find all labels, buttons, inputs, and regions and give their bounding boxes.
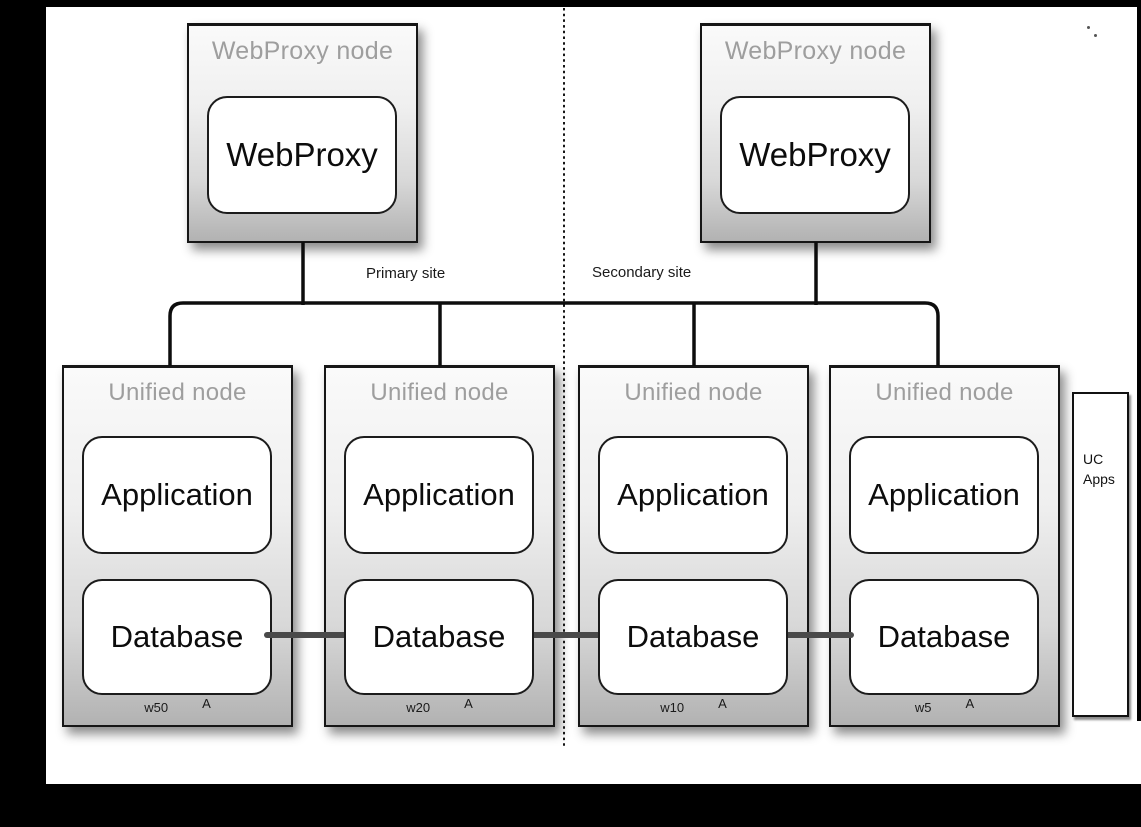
node-footer: w10 A — [580, 696, 807, 715]
weight-label: w5 — [914, 700, 932, 715]
application-box: Application — [849, 436, 1039, 554]
database-label: Database — [372, 619, 506, 654]
stray-dot — [1094, 34, 1097, 37]
database-box: Database — [344, 579, 534, 695]
unified-node-title: Unified node — [370, 379, 509, 406]
primary-site-label: Primary site — [366, 265, 446, 282]
unified-node-2: Unified node Application Database w20 A — [324, 365, 555, 727]
right-border-line — [1137, 7, 1141, 721]
unified-node-title: Unified node — [875, 379, 1014, 406]
marker-label: A — [464, 696, 473, 711]
application-label: Application — [617, 477, 769, 512]
unified-node-title: Unified node — [624, 379, 763, 406]
database-label: Database — [877, 619, 1011, 654]
weight-label: w10 — [660, 700, 685, 715]
webproxy-node-title: WebProxy node — [724, 37, 907, 65]
unified-node-title: Unified node — [108, 379, 247, 406]
database-link-tip-left — [264, 632, 277, 638]
marker-label: A — [718, 696, 727, 711]
application-box: Application — [82, 436, 272, 554]
marker-label: A — [202, 696, 211, 711]
application-box: Application — [344, 436, 534, 554]
unified-node-1: Unified node Application Database w50 A — [62, 365, 293, 727]
stray-dot — [1087, 26, 1090, 29]
node-footer: w5 A — [831, 696, 1058, 715]
webproxy-box: WebProxy — [720, 96, 910, 214]
database-label: Database — [626, 619, 760, 654]
webproxy-label: WebProxy — [226, 136, 378, 173]
application-label: Application — [868, 477, 1020, 512]
secondary-site-label: Secondary site — [592, 264, 692, 281]
node-footer: w50 A — [64, 696, 291, 715]
unified-node-3: Unified node Application Database w10 A — [578, 365, 809, 727]
database-box: Database — [849, 579, 1039, 695]
database-box: Database — [82, 579, 272, 695]
webproxy-label: WebProxy — [739, 136, 891, 173]
webproxy-node-primary: WebProxy node WebProxy — [187, 23, 418, 243]
uc-apps-box: UC Apps — [1072, 392, 1129, 717]
weight-label: w20 — [406, 700, 431, 715]
webproxy-node-title: WebProxy node — [211, 37, 394, 65]
application-label: Application — [363, 477, 515, 512]
database-label: Database — [110, 619, 244, 654]
uc-apps-line1: UC — [1083, 451, 1104, 467]
uc-apps-line2: Apps — [1083, 471, 1115, 488]
database-box: Database — [598, 579, 788, 695]
unified-node-4: Unified node Application Database w5 A — [829, 365, 1060, 727]
marker-label: A — [965, 696, 975, 711]
application-label: Application — [101, 477, 253, 512]
database-link-tip-right — [845, 632, 854, 638]
application-box: Application — [598, 436, 788, 554]
webproxy-node-secondary: WebProxy node WebProxy — [700, 23, 931, 243]
node-footer: w20 A — [326, 696, 553, 715]
weight-label: w50 — [144, 700, 169, 715]
webproxy-box: WebProxy — [207, 96, 397, 214]
